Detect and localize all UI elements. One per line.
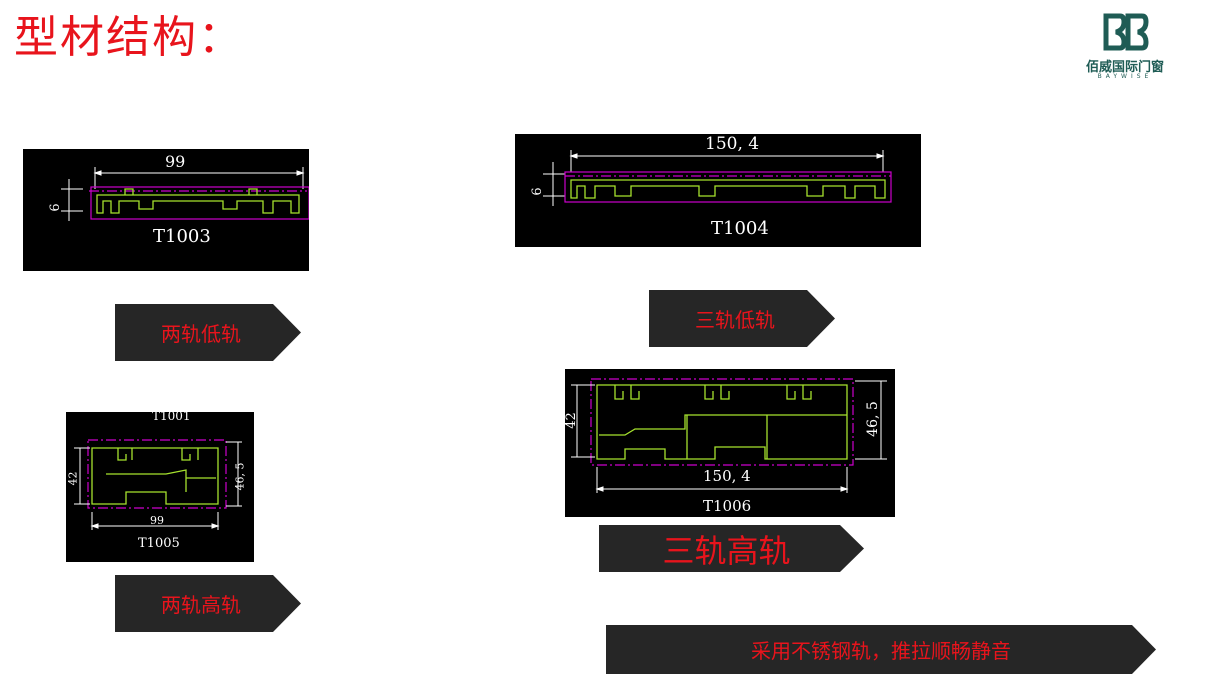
dim-height-right: 46, 5	[233, 462, 247, 491]
label-text: 两轨低轨	[161, 322, 241, 346]
dim-width: 99	[165, 152, 186, 171]
page-title: 型材结构：	[14, 12, 244, 63]
dim-height: 9	[45, 203, 61, 212]
label-text: 采用不锈钢轨，推拉顺畅静音	[751, 639, 1011, 663]
label-text: 三轨高轨	[662, 531, 791, 570]
label-three-track-high: 三轨高轨	[599, 525, 864, 572]
profile-code: T1006	[703, 497, 752, 515]
label-three-track-low: 三轨低轨	[649, 290, 835, 347]
dim-width: 99	[150, 514, 164, 527]
cad-drawing-t1005: T1001 42 46, 5 99 T1005	[66, 412, 254, 562]
label-feature: 采用不锈钢轨，推拉顺畅静音	[606, 625, 1156, 674]
label-text: 两轨高轨	[161, 593, 241, 617]
logo-name-cn: 佰威国际门窗	[1085, 60, 1164, 75]
dim-height: 9	[527, 187, 543, 196]
brand-logo: 佰威国际门窗 BAYWISE	[1070, 12, 1180, 82]
cad-drawing-t1006: 42 46, 5 150, 4 T1006	[565, 369, 895, 517]
profile-top-code: T1001	[152, 412, 191, 423]
cad-drawing-t1003: 99 9 T1003	[23, 149, 309, 271]
dim-height-left: 42	[66, 471, 80, 486]
label-two-track-low: 两轨低轨	[115, 304, 301, 361]
dim-height-right: 46, 5	[864, 401, 881, 437]
dim-height-left: 42	[565, 412, 579, 429]
profile-code: T1003	[153, 226, 211, 247]
profile-code: T1005	[138, 536, 180, 551]
profile-code: T1004	[711, 218, 769, 239]
dim-width: 150, 4	[703, 467, 751, 485]
dim-width: 150, 4	[705, 134, 760, 154]
label-text: 三轨低轨	[695, 308, 775, 332]
baywise-logo-icon	[1103, 13, 1149, 51]
logo-name-en: BAYWISE	[1097, 73, 1153, 80]
cad-drawing-t1004: 150, 4 9 T1004	[515, 134, 921, 247]
label-two-track-high: 两轨高轨	[115, 575, 301, 632]
